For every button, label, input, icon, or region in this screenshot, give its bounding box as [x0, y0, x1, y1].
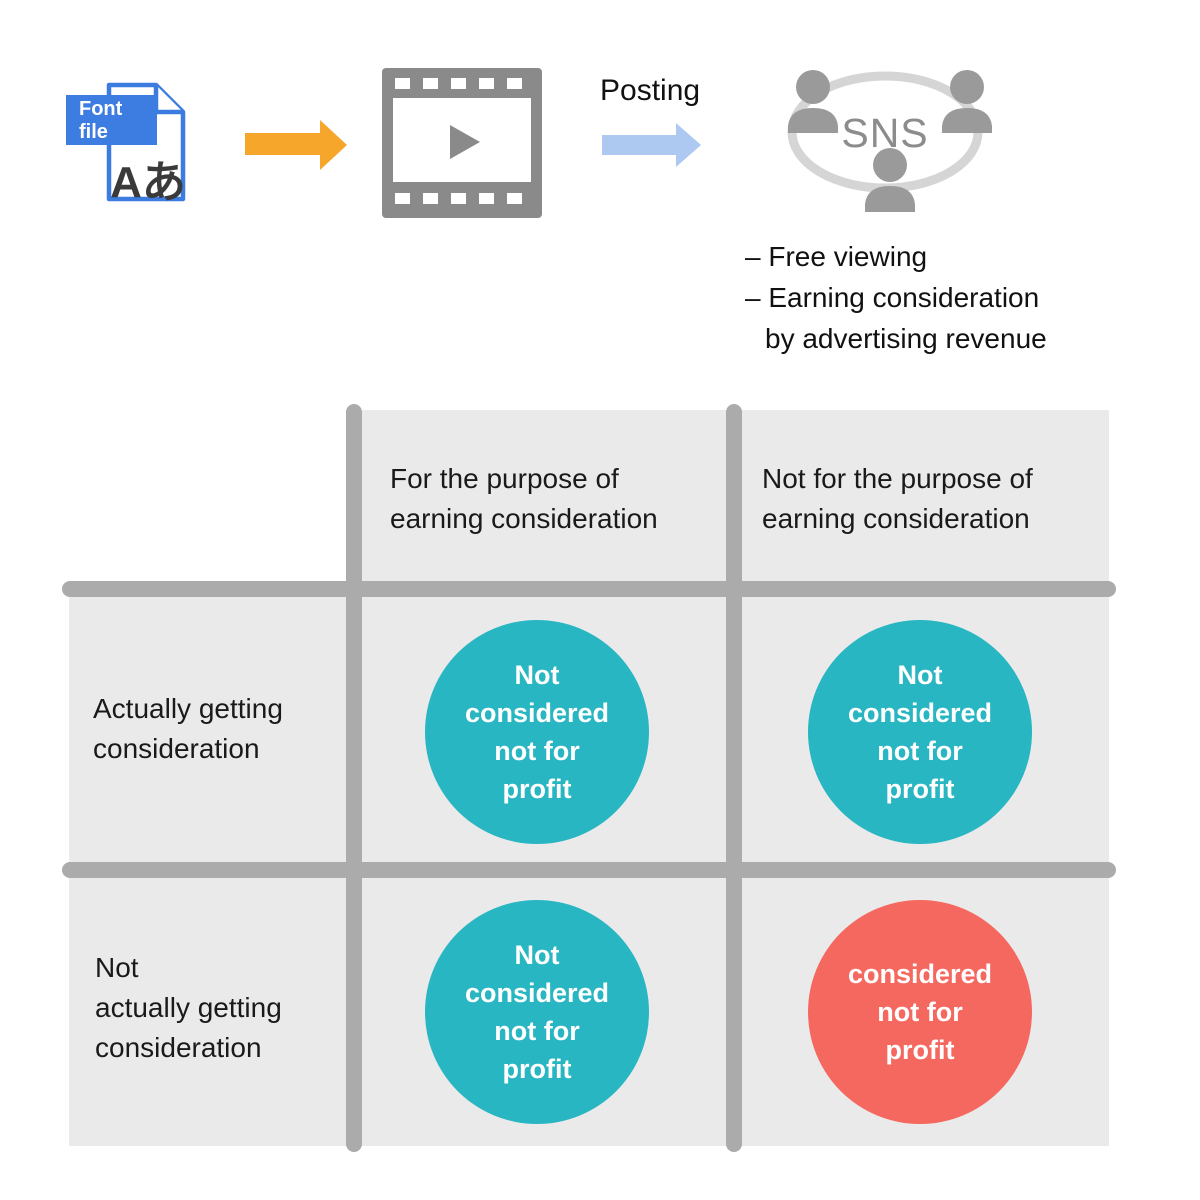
person-icon — [788, 70, 838, 133]
grid-line-vertical — [726, 404, 742, 1152]
column-header: Not for the purpose of earning considera… — [734, 410, 1109, 588]
sns-icon: SNS — [787, 70, 992, 212]
grid-line-horizontal — [62, 862, 1116, 878]
video-icon — [382, 68, 542, 218]
sns-label: SNS — [841, 110, 928, 156]
result-circle: Not considered not for profit — [425, 900, 649, 1124]
grid-line-horizontal — [62, 581, 1116, 597]
film-hole — [507, 78, 522, 89]
grid-line-vertical — [346, 404, 362, 1152]
film-hole — [507, 193, 522, 204]
film-hole — [451, 193, 466, 204]
note-line: – Free viewing — [745, 241, 928, 272]
font-file-label: Font file — [66, 95, 157, 145]
row-header: Not actually getting consideration — [69, 870, 354, 1146]
film-hole — [451, 78, 466, 89]
row-header-label: Not actually getting consideration — [95, 952, 282, 1063]
font-glyphs-text: Aあ — [110, 158, 186, 207]
row-header-label: Actually getting consideration — [93, 693, 283, 764]
note-line: – Earning consideration — [745, 282, 1040, 313]
film-hole — [479, 193, 494, 204]
film-hole — [423, 78, 438, 89]
column-header-label: For the purpose of earning consideration — [390, 463, 658, 534]
person-icon — [942, 70, 992, 133]
row-header: Actually getting consideration — [69, 588, 354, 870]
posting-label: Posting — [600, 74, 701, 107]
person-icon — [865, 148, 915, 212]
result-circle: considered not for profit — [808, 900, 1032, 1124]
play-icon — [450, 125, 480, 159]
result-circle: Not considered not for profit — [425, 620, 649, 844]
film-hole — [395, 193, 410, 204]
film-hole — [395, 78, 410, 89]
column-header-label: Not for the purpose of earning considera… — [762, 463, 1033, 534]
arrow-right-icon — [245, 120, 347, 170]
sns-notes: – Free viewing – Earning consideration b… — [745, 236, 1047, 359]
posting-arrow-icon — [602, 123, 701, 167]
column-header: For the purpose of earning consideration — [362, 410, 734, 588]
note-line: by advertising revenue — [765, 323, 1047, 354]
result-circle: Not considered not for profit — [808, 620, 1032, 844]
film-hole — [479, 78, 494, 89]
film-hole — [423, 193, 438, 204]
